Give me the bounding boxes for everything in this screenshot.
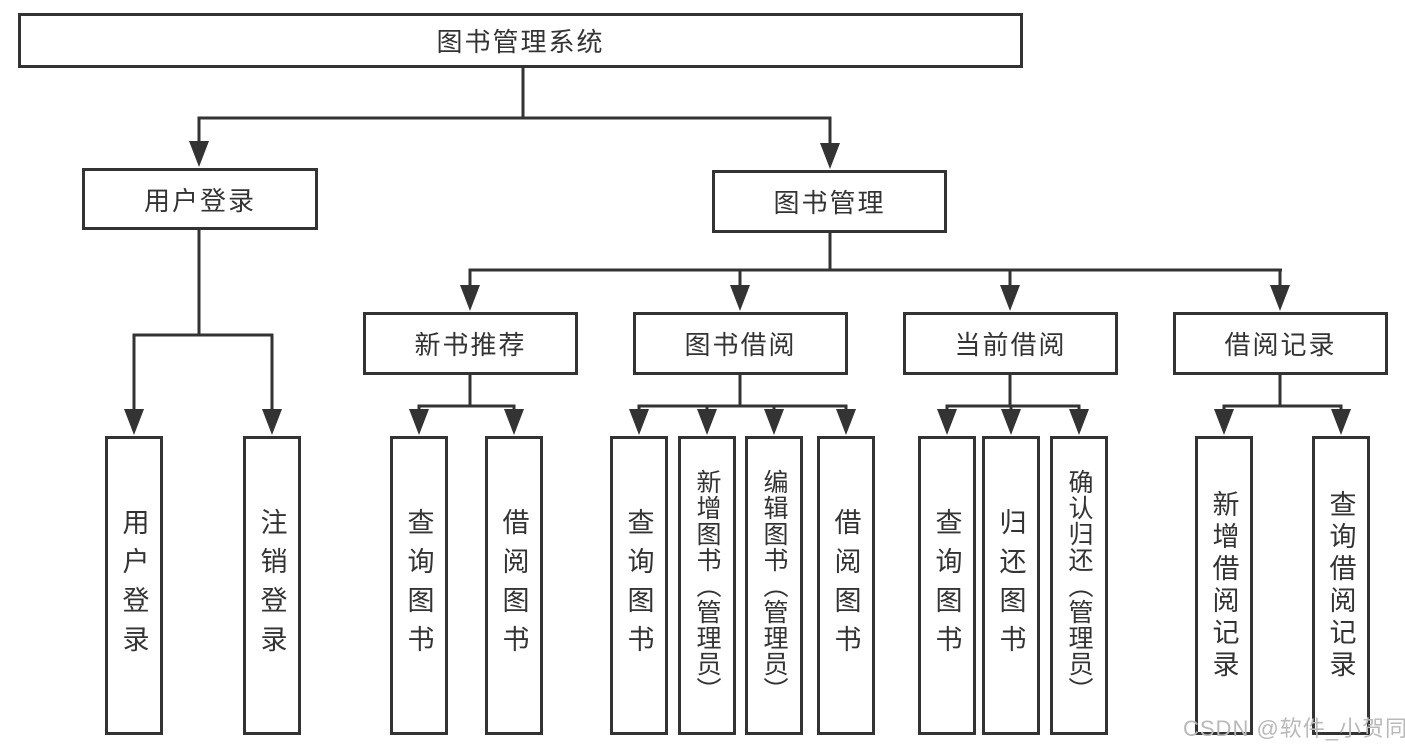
leaf-query-borrow-record-label: 查询借阅记录 bbox=[1325, 489, 1356, 682]
node-borrow-records: 借阅记录 bbox=[1173, 312, 1388, 375]
leaf-query-books-recommend-label: 查询图书 bbox=[403, 507, 434, 664]
leaf-add-borrow-record: 新增借阅记录 bbox=[1195, 436, 1253, 735]
leaf-user-login-label: 用户登录 bbox=[118, 507, 149, 664]
leaf-borrow-books-recommend-label: 借阅图书 bbox=[498, 507, 529, 664]
leaf-edit-books-admin: 编辑图书（管理员） bbox=[745, 436, 803, 735]
node-root-label: 图书管理系统 bbox=[436, 27, 605, 57]
leaf-logout-label: 注销登录 bbox=[256, 507, 287, 664]
node-book-management: 图书管理 bbox=[712, 170, 947, 233]
leaf-return-books-label: 归还图书 bbox=[995, 507, 1026, 664]
leaf-query-books-recommend: 查询图书 bbox=[390, 436, 448, 735]
node-user-login: 用户登录 bbox=[82, 168, 318, 230]
leaf-borrow-books-recommend: 借阅图书 bbox=[485, 436, 543, 735]
node-new-book-recommend: 新书推荐 bbox=[363, 312, 578, 375]
leaf-add-books-admin-label: 新增图书（管理员） bbox=[693, 468, 721, 703]
leaf-query-books-borrow: 查询图书 bbox=[610, 436, 668, 735]
node-user-login-label: 用户登录 bbox=[143, 185, 256, 216]
leaf-user-login: 用户登录 bbox=[105, 436, 163, 735]
node-book-management-label: 图书管理 bbox=[773, 188, 886, 218]
leaf-add-books-admin: 新增图书（管理员） bbox=[678, 436, 736, 735]
node-current-borrow: 当前借阅 bbox=[903, 312, 1118, 375]
leaf-confirm-return-admin-label: 确认归还（管理员） bbox=[1065, 468, 1093, 703]
node-root-library-system: 图书管理系统 bbox=[18, 13, 1023, 68]
leaf-borrow-books-label: 借阅图书 bbox=[830, 507, 861, 664]
arrowheads bbox=[124, 141, 1351, 435]
csdn-watermark: CSDN @软件_小贺同学 bbox=[1183, 716, 1405, 741]
leaf-logout: 注销登录 bbox=[243, 436, 301, 735]
leaf-return-books: 归还图书 bbox=[982, 436, 1040, 735]
leaf-query-books-current-label: 查询图书 bbox=[931, 507, 962, 664]
node-borrow-records-label: 借阅记录 bbox=[1224, 330, 1337, 360]
leaf-confirm-return-admin: 确认归还（管理员） bbox=[1050, 436, 1108, 735]
leaf-query-books-borrow-label: 查询图书 bbox=[623, 507, 654, 664]
node-current-borrow-label: 当前借阅 bbox=[954, 330, 1067, 360]
leaf-query-books-current: 查询图书 bbox=[918, 436, 976, 735]
node-book-borrow-label: 图书借阅 bbox=[684, 330, 797, 360]
node-new-book-recommend-label: 新书推荐 bbox=[414, 330, 527, 360]
leaf-add-borrow-record-label: 新增借阅记录 bbox=[1208, 489, 1239, 682]
leaf-edit-books-admin-label: 编辑图书（管理员） bbox=[760, 468, 788, 703]
leaf-query-borrow-record: 查询借阅记录 bbox=[1312, 436, 1370, 735]
node-book-borrow: 图书借阅 bbox=[633, 312, 848, 375]
leaf-borrow-books: 借阅图书 bbox=[817, 436, 875, 735]
